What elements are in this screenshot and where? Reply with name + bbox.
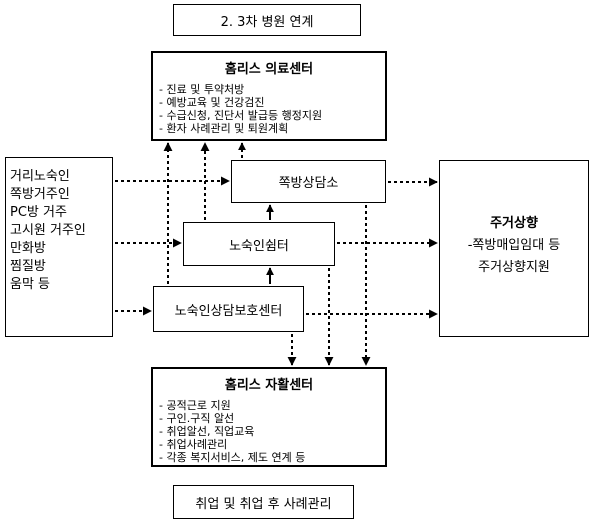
selfsupport-center-title: 홈리스 자활센터	[224, 378, 314, 393]
shelter-box: 노숙인쉼터	[183, 222, 335, 266]
target-item: 거리노숙인	[10, 169, 70, 184]
selfsupport-center-items: 공적근로 지원 구인.구직 알선 취업알선, 직업교육 취업사례관리 각종 복지…	[159, 399, 385, 464]
selfsupport-item: 취업사례관리	[159, 438, 385, 451]
housing-box: 주거상향 -쪽방매입임대 등 주거상향지원	[439, 160, 589, 337]
housing-line2: 주거상향지원	[478, 260, 550, 275]
housing-title: 주거상향	[490, 216, 538, 231]
target-item: PC방 거주	[10, 205, 67, 220]
jjokbang-center-label: 쪽방상담소	[278, 176, 339, 191]
selfsupport-item: 구인.구직 알선	[159, 412, 385, 425]
target-item: 쪽방거주인	[10, 187, 70, 202]
medical-center-items: 진료 및 투약처방 예방교육 및 건강검진 수급신청, 진단서 발급등 행정지원…	[159, 83, 385, 135]
target-item: 움막 등	[10, 277, 51, 292]
selfsupport-item: 취업알선, 직업교육	[159, 425, 385, 438]
counseling-center-box: 노숙인상담보호센터	[153, 286, 304, 332]
medical-item: 진료 및 투약처방	[159, 83, 385, 96]
footer-note: 취업 및 취업 후 사례관리	[195, 496, 332, 512]
target-item: 고시원 거주인	[10, 223, 86, 238]
selfsupport-center-box: 홈리스 자활센터 공적근로 지원 구인.구직 알선 취업알선, 직업교육 취업사…	[151, 367, 387, 467]
target-item: 만화방	[10, 241, 46, 256]
footer-note-box: 취업 및 취업 후 사례관리	[173, 485, 354, 519]
housing-line1: -쪽방매입임대 등	[467, 238, 561, 253]
medical-item: 환자 사례관리 및 퇴원계획	[159, 122, 385, 135]
header-title-box: 2. 3차 병원 연계	[173, 4, 361, 36]
medical-item: 수급신청, 진단서 발급등 행정지원	[159, 109, 385, 122]
header-title: 2. 3차 병원 연계	[220, 14, 314, 30]
target-group-list: 거리노숙인 쪽방거주인 PC방 거주 고시원 거주인 만화방 찜질방 움막 등	[6, 158, 112, 294]
selfsupport-item: 공적근로 지원	[159, 399, 385, 412]
medical-item: 예방교육 및 건강검진	[159, 96, 385, 109]
medical-center-title: 홈리스 의료센터	[224, 62, 314, 77]
shelter-label: 노숙인쉼터	[229, 238, 289, 254]
target-group-box: 거리노숙인 쪽방거주인 PC방 거주 고시원 거주인 만화방 찜질방 움막 등	[5, 157, 113, 337]
counseling-center-label: 노숙인상담보호센터	[174, 303, 283, 319]
medical-center-box: 홈리스 의료센터 진료 및 투약처방 예방교육 및 건강검진 수급신청, 진단서…	[151, 51, 387, 141]
jjokbang-center-box: 쪽방상담소	[231, 160, 386, 203]
selfsupport-item: 각종 복지서비스, 제도 연계 등	[159, 451, 385, 464]
target-item: 찜질방	[10, 259, 46, 274]
